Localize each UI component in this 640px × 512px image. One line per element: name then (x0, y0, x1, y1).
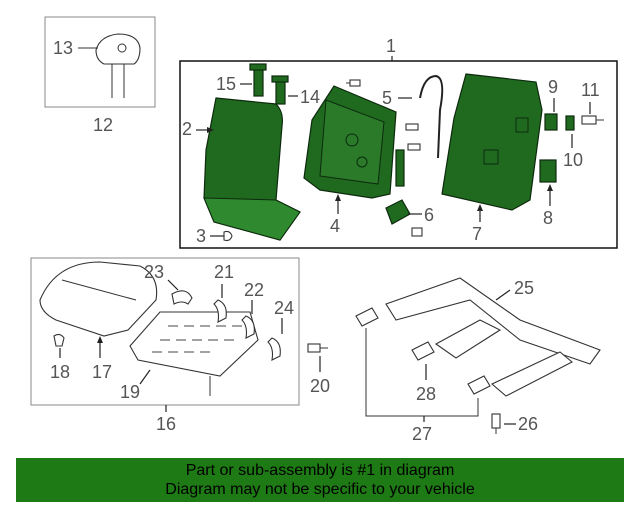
notice-line-1: Part or sub-assembly is #1 in diagram (185, 462, 455, 479)
callout-16: 16 (156, 414, 176, 434)
callout-18: 18 (50, 362, 70, 382)
callout-23: 23 (144, 262, 164, 282)
cushion-box (30, 257, 300, 406)
cover-part-28-right[interactable] (467, 375, 491, 395)
bolt-top[interactable] (346, 79, 361, 87)
seat-cushion-group: 17 18 19 23 21 22 24 16 (30, 257, 300, 434)
callout-13: 13 (53, 38, 73, 58)
rails-part-25[interactable] (385, 277, 601, 365)
callout-5: 5 (382, 88, 392, 108)
cover-part-28-left[interactable] (355, 307, 379, 327)
cover-part-28[interactable] (411, 341, 435, 361)
callout-26: 26 (518, 414, 538, 434)
callout-11: 11 (581, 80, 600, 100)
callout-12: 12 (93, 115, 113, 135)
callout-4: 4 (330, 216, 340, 236)
callout-20: 20 (310, 376, 330, 396)
bolt-part-20[interactable] (307, 343, 328, 353)
callout-19: 19 (120, 382, 140, 402)
callout-21: 21 (214, 262, 234, 282)
seat-rails-group: 25 28 27 26 (355, 277, 601, 444)
callout-25: 25 (514, 278, 534, 298)
callout-17: 17 (92, 362, 112, 382)
part-9[interactable] (544, 113, 558, 131)
seat-pan-part-19[interactable] (129, 311, 259, 377)
callout-9: 9 (548, 77, 558, 97)
callout-1: 1 (386, 36, 396, 56)
callout-22: 22 (244, 280, 264, 300)
headrest-group: 13 12 (44, 16, 156, 135)
assembly-box (179, 60, 618, 249)
callout-14: 14 (300, 87, 320, 107)
callout-24: 24 (274, 298, 294, 318)
callout-10: 10 (563, 150, 583, 170)
callout-15: 15 (216, 74, 236, 94)
part-21[interactable] (213, 299, 227, 323)
headrest-box (44, 16, 156, 108)
part-8[interactable] (539, 159, 557, 183)
callout-27: 27 (412, 424, 432, 444)
bracket-part-6[interactable] (385, 199, 411, 225)
cable-part-5[interactable] (419, 74, 444, 159)
bolt-part-11[interactable] (581, 115, 604, 125)
callout-3: 3 (196, 226, 206, 246)
callout-6: 6 (424, 205, 434, 225)
callout-8: 8 (543, 208, 553, 228)
part-23[interactable] (171, 290, 193, 305)
cushion-part-17[interactable] (39, 261, 158, 337)
part-24[interactable] (267, 337, 281, 361)
bolt-part-6[interactable] (411, 227, 423, 237)
guide-part-14[interactable] (275, 79, 286, 105)
part-22[interactable] (241, 315, 255, 339)
clip-part-3[interactable] (223, 230, 233, 242)
seat-back-assembly-group: 1 2 3 15 14 4 5 (179, 36, 618, 249)
notice-line-2: Diagram may not be specific to your vehi… (165, 481, 475, 498)
part-10[interactable] (565, 115, 575, 131)
part-18[interactable] (53, 333, 65, 347)
bolt-part-26[interactable] (491, 413, 501, 434)
callout-28: 28 (416, 384, 436, 404)
callout-2: 2 (182, 119, 192, 139)
notice-banner: Part or sub-assembly is #1 in diagram Di… (16, 458, 624, 502)
callout-7: 7 (472, 224, 482, 244)
back-panel-part-7[interactable] (441, 73, 543, 211)
